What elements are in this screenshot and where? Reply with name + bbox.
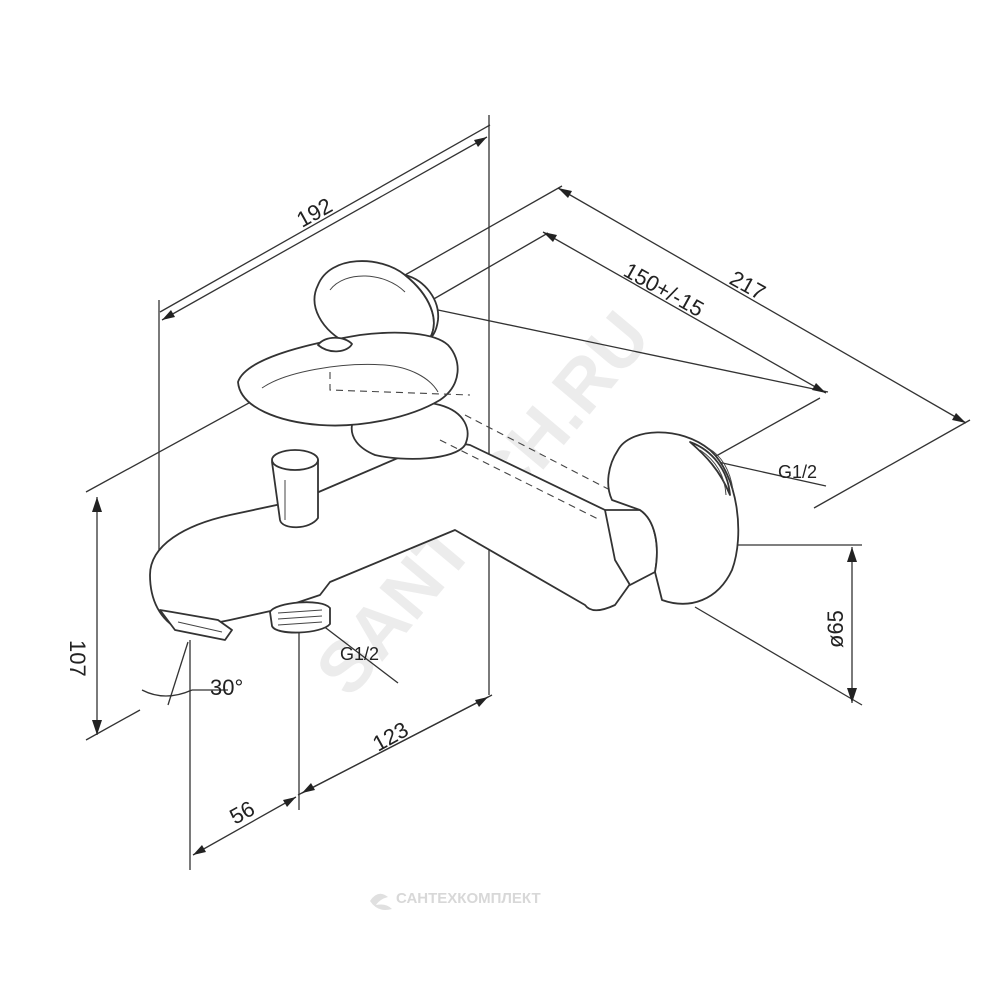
dim-line-150: [542, 231, 827, 394]
label-217: 217: [726, 266, 770, 306]
arrow-192-a: [474, 137, 487, 147]
arrow-217-a: [558, 188, 572, 198]
angle-arc-30: [141, 689, 193, 697]
arrow-56-b: [193, 845, 206, 855]
dim-line-56: [192, 796, 297, 856]
right-flange: [604, 431, 740, 605]
arrow-56-a: [283, 797, 296, 807]
hidden-cartridge: [329, 372, 471, 396]
label-65: ø65: [823, 610, 848, 648]
arrow-107-b: [92, 720, 102, 735]
dim-line-123: [301, 696, 489, 794]
dim-line-192: [161, 136, 488, 321]
arrow-123-a: [475, 697, 488, 707]
angle-ray: [167, 641, 189, 706]
label-192: 192: [292, 193, 336, 233]
diverter-knob: [271, 449, 319, 529]
label-g12-bottom: G1/2: [340, 644, 379, 664]
dimension-lines: [92, 136, 967, 856]
arrow-217-b: [952, 413, 966, 423]
label-107: 107: [65, 640, 90, 677]
arrow-123-b: [302, 783, 315, 793]
spout-outlet: [159, 609, 233, 641]
label-30-degrees: 30°: [210, 675, 243, 700]
footer-watermark-text: САНТЕХКОМПЛЕКТ: [396, 890, 541, 907]
label-123: 123: [368, 717, 412, 757]
extension-lines: [85, 115, 971, 870]
arrow-150-a: [543, 232, 557, 242]
arrow-107-a: [92, 497, 102, 512]
leader-g12-right: [717, 461, 827, 487]
hidden-pipe-2: [464, 414, 641, 511]
hidden-pipe-1: [439, 439, 601, 521]
dim-line-217: [557, 187, 967, 424]
label-g12-right: G1/2: [778, 462, 817, 482]
arrow-65-a: [847, 547, 857, 562]
arrow-65-b: [847, 688, 857, 703]
footer-watermark: САНТЕХКОМПЛЕКТ: [370, 890, 541, 910]
bottom-thread: [269, 601, 331, 634]
footer-logo-icon: [370, 893, 392, 910]
leader-g12-bottom: [317, 621, 399, 684]
arrow-150-b: [812, 383, 826, 393]
arrow-192-b: [162, 310, 175, 320]
label-56: 56: [225, 796, 259, 830]
faucet: [149, 260, 740, 641]
